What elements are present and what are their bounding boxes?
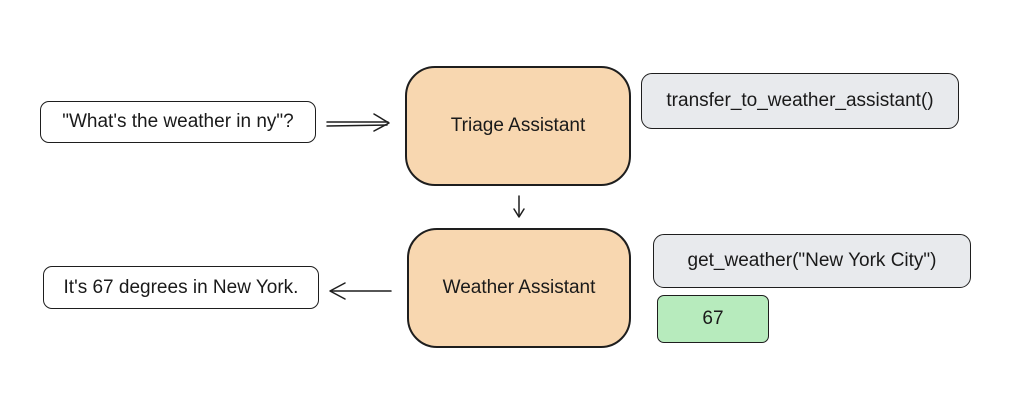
tool-result-box: 67	[657, 295, 769, 343]
arrow-weather-to-answer	[329, 282, 392, 300]
arrow-triage-to-weather	[513, 195, 525, 218]
handoff-function-call-text: transfer_to_weather_assistant()	[666, 90, 934, 111]
triage-assistant-label: Triage Assistant	[450, 115, 586, 136]
final-answer-box: It's 67 degrees in New York.	[43, 266, 319, 309]
weather-assistant-label: Weather Assistant	[442, 277, 596, 298]
handoff-function-call: transfer_to_weather_assistant()	[641, 73, 959, 129]
triage-assistant-node: Triage Assistant	[405, 66, 631, 186]
weather-function-call: get_weather("New York City")	[653, 234, 971, 288]
tool-result-text: 67	[702, 308, 724, 329]
user-query-box: "What's the weather in ny"?	[40, 101, 316, 143]
arrow-query-to-triage	[326, 113, 390, 132]
final-answer-text: It's 67 degrees in New York.	[63, 276, 299, 298]
user-query-text: "What's the weather in ny"?	[62, 111, 294, 132]
weather-assistant-node: Weather Assistant	[407, 228, 631, 348]
weather-function-call-text: get_weather("New York City")	[687, 250, 937, 271]
